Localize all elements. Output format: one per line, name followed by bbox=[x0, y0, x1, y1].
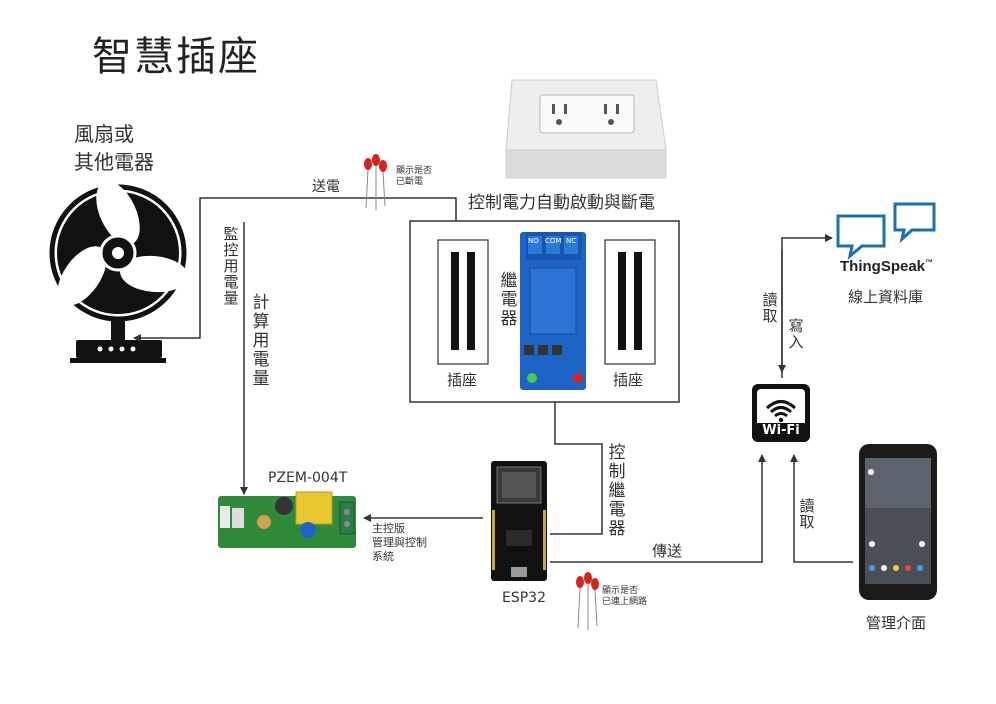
wire-phone-read bbox=[790, 454, 853, 563]
fan-label-line1: 風扇或 bbox=[74, 122, 134, 146]
relay-label: 繼電器 bbox=[500, 271, 518, 329]
thingspeak-caption: 線上資料庫 bbox=[848, 288, 924, 306]
calc-power-label: 計算用電量 bbox=[252, 293, 270, 389]
read-left-label: 讀取 bbox=[762, 291, 778, 325]
read-right-label: 讀取 bbox=[799, 497, 815, 531]
wifi-text: Wi-Fi bbox=[762, 423, 800, 438]
transmit-label: 傳送 bbox=[652, 542, 683, 560]
wire-send-power bbox=[133, 197, 457, 342]
led-power-indicator bbox=[364, 154, 387, 210]
relay-terminal-nc: NC bbox=[566, 237, 577, 245]
outlet-icon bbox=[505, 79, 667, 179]
send-power-label: 送電 bbox=[312, 179, 340, 195]
socket-right-icon bbox=[604, 239, 656, 365]
pzem-note-line2: 管理與控制 bbox=[372, 536, 427, 549]
socket-left-label: 插座 bbox=[447, 371, 478, 389]
monitor-power-label: 監控用電量 bbox=[223, 225, 239, 307]
relay-box-frame bbox=[409, 220, 680, 403]
wire-control-relay bbox=[550, 402, 603, 535]
fan-label-line2: 其他電器 bbox=[74, 150, 154, 174]
wire-wifi-thingspeak bbox=[781, 234, 833, 378]
relay-terminal-com: COM bbox=[545, 237, 562, 245]
thingspeak-brand-wrap: ThingSpeak™ bbox=[840, 258, 933, 275]
socket-right-label: 插座 bbox=[613, 371, 644, 389]
fan-icon bbox=[49, 181, 188, 363]
phone-caption: 管理介面 bbox=[866, 614, 927, 632]
relay-box-caption: 控制電力自動啟動與斷電 bbox=[468, 193, 655, 213]
pzem-note-line1: 主控版 bbox=[372, 522, 405, 535]
led-top-note-line2: 已斷電 bbox=[396, 177, 424, 187]
pzem-note-line3: 系統 bbox=[372, 550, 394, 563]
wifi-badge-icon bbox=[752, 384, 810, 442]
relay-module-icon bbox=[520, 232, 586, 390]
pzem-name: PZEM-004T bbox=[268, 470, 348, 486]
phone-icon bbox=[859, 444, 937, 600]
control-relay-label: 控制繼電器 bbox=[608, 443, 626, 539]
led-bottom-note-line2: 已連上網路 bbox=[602, 597, 648, 607]
thingspeak-brand: ThingSpeak bbox=[840, 258, 926, 275]
led-network-indicator bbox=[576, 572, 599, 630]
wire-transmit bbox=[550, 454, 766, 563]
relay-terminal-no: NO bbox=[528, 237, 539, 245]
write-label: 寫入 bbox=[788, 317, 804, 351]
esp32-name: ESP32 bbox=[502, 590, 546, 606]
thingspeak-logo-icon bbox=[836, 202, 936, 260]
thingspeak-tm: ™ bbox=[925, 258, 934, 267]
socket-left-icon bbox=[437, 239, 489, 365]
pzem-board-icon bbox=[218, 491, 356, 548]
esp32-board-icon bbox=[491, 461, 547, 581]
led-bottom-note-line1: 顯示是否 bbox=[602, 586, 639, 596]
led-top-note-line1: 顯示是否 bbox=[396, 166, 433, 176]
page-title: 智慧插座 bbox=[92, 34, 260, 80]
